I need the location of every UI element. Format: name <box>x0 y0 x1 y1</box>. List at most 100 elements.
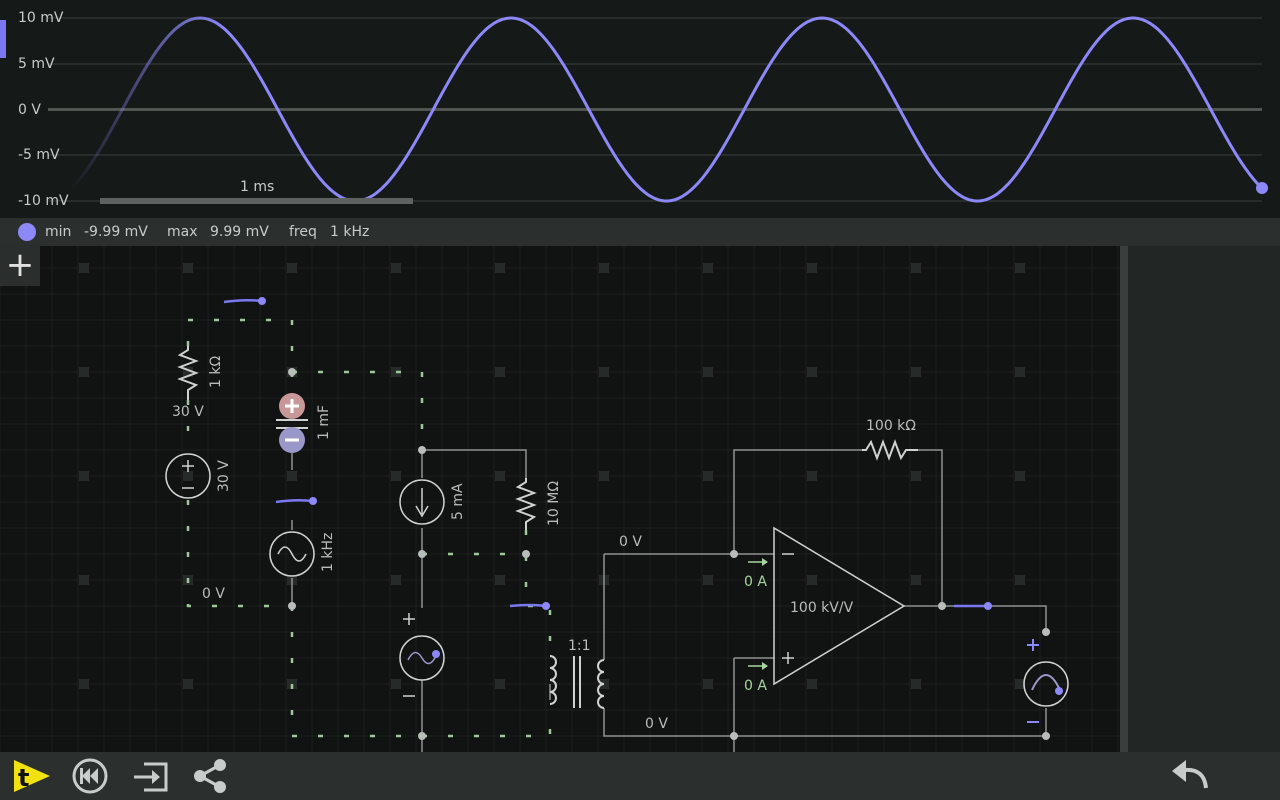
max-value: 9.99 mV <box>210 224 269 240</box>
scope-plot <box>48 16 1268 204</box>
opamp-pos-current: 0 A <box>744 678 767 694</box>
grid-dot <box>807 679 817 689</box>
share-button[interactable] <box>190 758 230 794</box>
trace-color-dot[interactable] <box>18 223 36 241</box>
time-scale-bar <box>100 198 413 204</box>
bottom-toolbar: t <box>0 752 1280 800</box>
output-probe-polarity <box>1027 639 1039 723</box>
scope-trace <box>68 16 1264 203</box>
grid-dot <box>183 471 193 481</box>
scope-grid <box>48 17 1262 202</box>
side-panel <box>1128 246 1280 752</box>
transformer <box>549 655 605 709</box>
grid-dot <box>495 575 505 585</box>
node-voltage-0v-top: 0 V <box>619 534 642 550</box>
trace-stats-bar: min -9.99 mV max 9.99 mV freq 1 kHz <box>0 218 1280 246</box>
grid-dot <box>599 263 609 273</box>
resistor-10m <box>515 478 537 530</box>
grid-dot <box>79 367 89 377</box>
grid-dot <box>287 263 297 273</box>
y-label-neg5mv: -5 mV <box>18 147 60 163</box>
rewind-icon <box>72 758 108 794</box>
grid-dot <box>911 263 921 273</box>
grid-dot <box>391 263 401 273</box>
ac-sweep-source <box>399 613 445 697</box>
freq-label: freq <box>289 224 317 240</box>
grid-dot <box>703 367 713 377</box>
grid-dot <box>495 679 505 689</box>
y-label-neg10mv: -10 mV <box>18 193 69 209</box>
current-source-label: 5 mA <box>450 483 466 520</box>
grid-dot <box>495 263 505 273</box>
opamp-gain-label: 100 kV/V <box>790 600 854 616</box>
add-component-button[interactable]: + <box>0 246 40 286</box>
grid-dot <box>79 575 89 585</box>
grid-dot <box>79 679 89 689</box>
grid-dot <box>79 263 89 273</box>
export-icon <box>134 762 168 792</box>
grid-dot <box>391 679 401 689</box>
ac-freq-label: 1 kHz <box>320 533 336 572</box>
grid-dot <box>911 575 921 585</box>
probes <box>223 297 992 610</box>
grid-dot <box>183 679 193 689</box>
svg-text:t: t <box>18 764 29 792</box>
grid-dot <box>703 679 713 689</box>
grid-dot <box>183 367 193 377</box>
grid-dot <box>911 367 921 377</box>
grid-dot <box>703 575 713 585</box>
rewind-button[interactable] <box>70 758 110 794</box>
sweep-probe-dot <box>432 650 440 658</box>
scope-selection-indicator <box>0 20 6 58</box>
node-voltage-0v-bottom: 0 V <box>645 716 668 732</box>
export-button[interactable] <box>130 758 170 794</box>
oscilloscope-panel[interactable]: 10 mV 5 mV 0 V -5 mV -10 mV 1 ms <box>0 0 1280 218</box>
grid-dot <box>703 263 713 273</box>
v-source-label: 30 V <box>216 460 232 492</box>
time-scale-label: 1 ms <box>240 179 275 195</box>
grid-dot <box>1015 575 1025 585</box>
grid-dot <box>599 367 609 377</box>
max-label: max <box>167 224 198 240</box>
freq-value: 1 kHz <box>330 224 370 240</box>
circuit-drawing[interactable]: 1 kΩ 30 V 30 V 1 mF <box>0 246 1120 752</box>
undo-icon <box>1172 760 1208 789</box>
y-label-10mv: 10 mV <box>18 10 64 26</box>
cap-label: 1 mF <box>316 405 332 440</box>
r1-label: 1 kΩ <box>208 356 224 388</box>
wires <box>291 449 1047 752</box>
capacitor-1mf <box>276 393 308 470</box>
opamp-neg-current: 0 A <box>744 574 767 590</box>
y-label-5mv: 5 mV <box>18 56 55 72</box>
feedback-r-label: 100 kΩ <box>866 418 916 434</box>
dc-voltage-source <box>165 453 211 499</box>
resistor-1k <box>177 346 199 400</box>
op-amp <box>773 526 906 686</box>
grid-dot <box>911 471 921 481</box>
min-value: -9.99 mV <box>84 224 148 240</box>
grid-dot <box>1015 367 1025 377</box>
circuit-canvas[interactable]: 1 kΩ 30 V 30 V 1 mF <box>0 246 1120 752</box>
grid-dot <box>807 367 817 377</box>
grid-dot <box>79 471 89 481</box>
grid-dot <box>391 471 401 481</box>
junction-nodes <box>288 368 1050 740</box>
logo-icon: t <box>14 760 50 792</box>
current-arrows <box>748 558 768 670</box>
grid-dot <box>1015 679 1025 689</box>
grid-dot <box>183 263 193 273</box>
y-label-0v: 0 V <box>18 102 41 118</box>
undo-button[interactable] <box>1170 758 1210 794</box>
ac-voltage-source <box>269 531 315 577</box>
trace-endpoint-marker <box>1256 182 1268 194</box>
resistor-100k <box>862 439 918 461</box>
grid-dot <box>911 679 921 689</box>
grid-dot <box>391 575 401 585</box>
node-voltage-30v: 30 V <box>172 404 204 420</box>
min-label: min <box>45 224 72 240</box>
node-voltage-0v-left: 0 V <box>202 586 225 602</box>
logo-button[interactable]: t <box>12 758 52 794</box>
canvas-divider[interactable] <box>1120 246 1128 752</box>
grid-dot <box>495 471 505 481</box>
grid-dot <box>599 471 609 481</box>
